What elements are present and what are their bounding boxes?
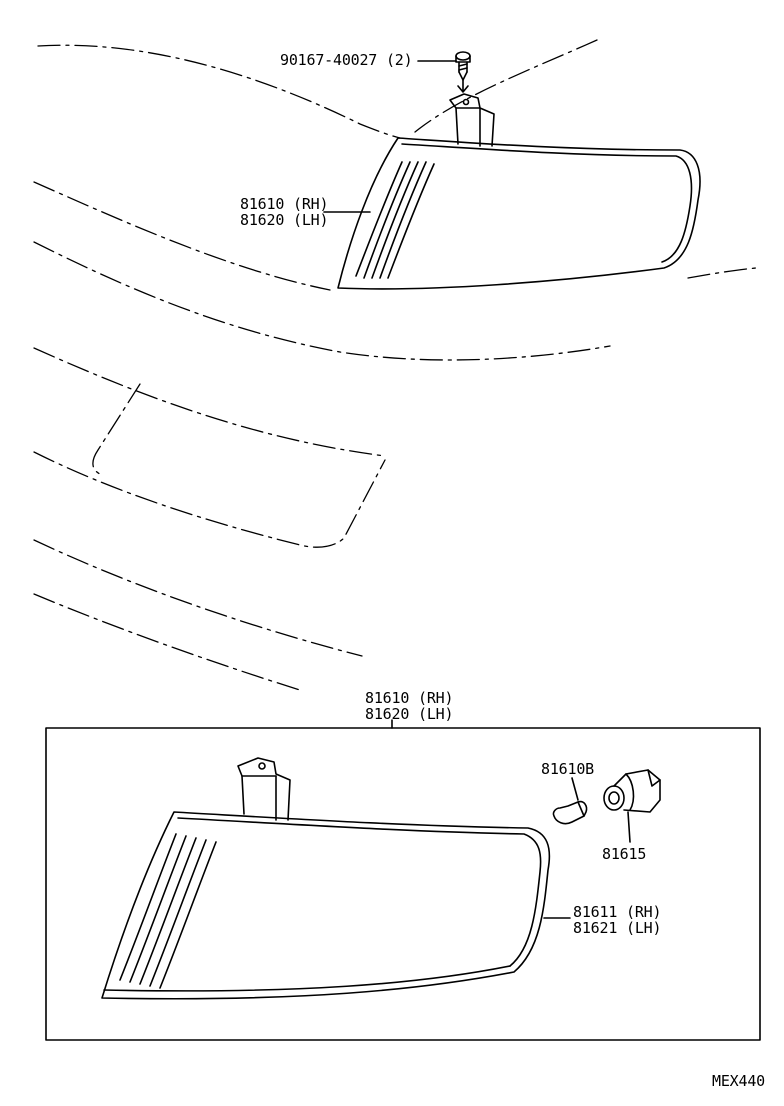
vehicle-lamp-part-number-rh: 81610 (RH)	[240, 195, 329, 213]
lamp-lens-rib	[159, 841, 217, 989]
assembly-lamp-inner-edge	[177, 817, 542, 967]
lamp-lens-rib	[379, 161, 427, 279]
assembly-lamp-bracket	[237, 757, 291, 821]
lamp-lens-rib	[371, 161, 419, 279]
lamp-lens-rib	[355, 161, 403, 277]
socket-icon	[603, 769, 661, 813]
body-line-hood	[37, 44, 401, 139]
vehicle-body-outline	[33, 39, 757, 691]
lamp-lens-rib	[129, 835, 187, 983]
installed-lamp	[337, 93, 701, 290]
assembly-lamp-lower-edge	[103, 965, 511, 992]
lamp-lens-rib	[119, 833, 177, 981]
installed-lamp-outline	[337, 137, 701, 290]
lamp-lens-rib	[139, 837, 197, 985]
assembly-part-number-rh: 81610 (RH)	[365, 689, 454, 707]
assembly-box	[45, 727, 761, 1041]
lamp-lens-rib	[363, 161, 411, 279]
diagram-code: MEX440	[712, 1072, 765, 1090]
installed-lamp-bracket	[449, 93, 495, 147]
bulb-icon	[552, 800, 588, 825]
bracket-screw-hole	[462, 98, 470, 106]
screw-icon	[455, 51, 471, 81]
vehicle-lamp-part-number-lh: 81620 (LH)	[240, 211, 329, 229]
lens-part-number-lh: 81621 (LH)	[573, 919, 662, 937]
lamp-lens-rib	[149, 839, 207, 987]
screw-part-number: 90167-40027 (2)	[280, 51, 413, 69]
socket-leader-line	[627, 811, 631, 843]
socket-part-number: 81615	[602, 845, 647, 863]
body-line-bumper-mid	[33, 347, 386, 457]
lamp-lens-rib	[387, 163, 435, 279]
body-line-fender-right	[687, 267, 757, 279]
body-line-grille	[92, 383, 141, 475]
body-line-bumper-bottom	[33, 593, 301, 691]
assembly-lamp	[101, 757, 551, 1000]
bracket-screw-hole	[258, 762, 266, 770]
assembly-part-number-lh: 81620 (LH)	[365, 705, 454, 723]
body-line-hood-edge	[414, 39, 598, 133]
screw-arrow	[457, 79, 469, 93]
assembly-lamp-outline	[101, 811, 551, 1000]
installed-lamp-inner-edge	[401, 143, 693, 263]
bulb-leader-line	[571, 777, 579, 801]
body-line-bumper-top	[33, 241, 611, 361]
body-line-fender	[33, 181, 331, 291]
body-line-bumper-lower	[33, 539, 363, 657]
bulb-part-number: 81610B	[541, 760, 594, 778]
body-line-grille-lower	[33, 451, 386, 548]
lens-part-number-rh: 81611 (RH)	[573, 903, 662, 921]
